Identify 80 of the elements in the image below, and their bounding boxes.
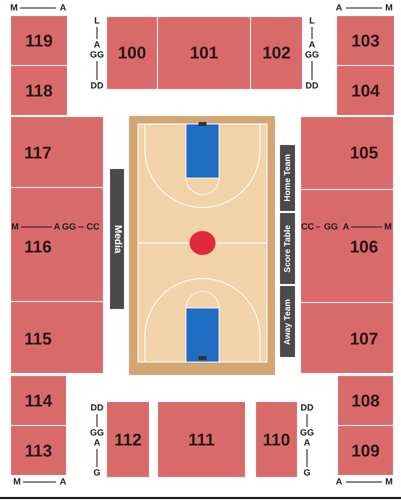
row-letter: A [54, 222, 60, 232]
section-number: 116 [24, 238, 52, 256]
row-letter: G [94, 468, 100, 478]
section-number: 115 [24, 330, 52, 348]
row-letter: M [385, 478, 393, 486]
bar-label: Home Team [283, 154, 292, 202]
row-letter: A [336, 4, 342, 12]
courtside-bar [280, 145, 295, 211]
seating-section [11, 376, 66, 425]
section-number: 103 [351, 32, 380, 49]
seating-section [338, 376, 393, 425]
section-number: 112 [114, 431, 142, 448]
row-letter: A [60, 4, 66, 12]
courtside-bar [280, 286, 295, 357]
row-letter: DD [306, 82, 318, 90]
row-letter: A [308, 40, 316, 50]
section-number: 113 [24, 442, 52, 459]
courtside-bar [110, 169, 124, 309]
row-letter: A [94, 438, 100, 448]
section-number: 118 [25, 82, 53, 99]
seating-section [158, 17, 250, 89]
row-letter: GG [90, 428, 104, 438]
seating-section [11, 426, 66, 475]
section-number: 107 [350, 330, 378, 348]
bar-label: Media [112, 224, 122, 254]
row-letter: G [304, 468, 310, 478]
seating-section [337, 66, 394, 115]
row-letter: CC [301, 222, 314, 232]
row-letter: GG [300, 428, 314, 438]
row-letter: M [385, 4, 393, 12]
row-letter: A [342, 222, 350, 232]
section-number: 104 [351, 82, 380, 99]
bar-label: Score Table [283, 224, 292, 272]
seating-section [337, 16, 394, 65]
row-letter: M [384, 222, 392, 232]
section-number: 114 [24, 392, 52, 409]
row-letter: L [94, 16, 100, 26]
row-letter: DD [90, 404, 104, 412]
seating-section [107, 17, 157, 89]
seating-section [11, 66, 67, 115]
row-letter: M [13, 478, 21, 486]
row-letter: GG [62, 222, 76, 232]
seating-section [251, 17, 302, 89]
row-letter: CC [86, 222, 100, 232]
seating-section [301, 303, 393, 373]
section-number: 105 [350, 144, 378, 162]
section-number: 101 [190, 44, 218, 62]
row-letter: M [11, 222, 19, 232]
row-letter: M [10, 4, 18, 12]
seating-section [107, 402, 149, 477]
seating-section [301, 117, 393, 189]
seating-section [158, 402, 245, 477]
seating-section [338, 426, 393, 475]
section-number: 106 [350, 238, 378, 256]
row-letter: DD [300, 404, 314, 412]
row-letter: GG [90, 50, 104, 60]
seating-section [256, 402, 297, 477]
section-number: 109 [351, 442, 380, 459]
row-letter: A [304, 438, 310, 448]
row-letter: DD [90, 82, 104, 90]
section-number: 117 [24, 144, 52, 162]
seating-section [301, 190, 393, 302]
section-number: 110 [262, 431, 290, 448]
row-letter: A [336, 478, 342, 486]
courtside-bar [280, 213, 295, 284]
section-number: 119 [25, 32, 53, 49]
row-letter: GG [305, 50, 319, 60]
seating-section [11, 117, 103, 187]
section-number: 108 [351, 392, 380, 409]
seating-section [11, 302, 103, 373]
row-letter: A [60, 478, 66, 486]
row-letter: A [94, 40, 100, 50]
seating-section [11, 188, 103, 301]
row-letter: GG [324, 222, 338, 232]
seating-section [11, 16, 67, 65]
section-number: 102 [262, 44, 291, 62]
section-number: 100 [118, 44, 146, 62]
section-number: 111 [188, 431, 215, 448]
row-letter: L [309, 16, 315, 26]
bar-label: Away Team [283, 298, 292, 344]
